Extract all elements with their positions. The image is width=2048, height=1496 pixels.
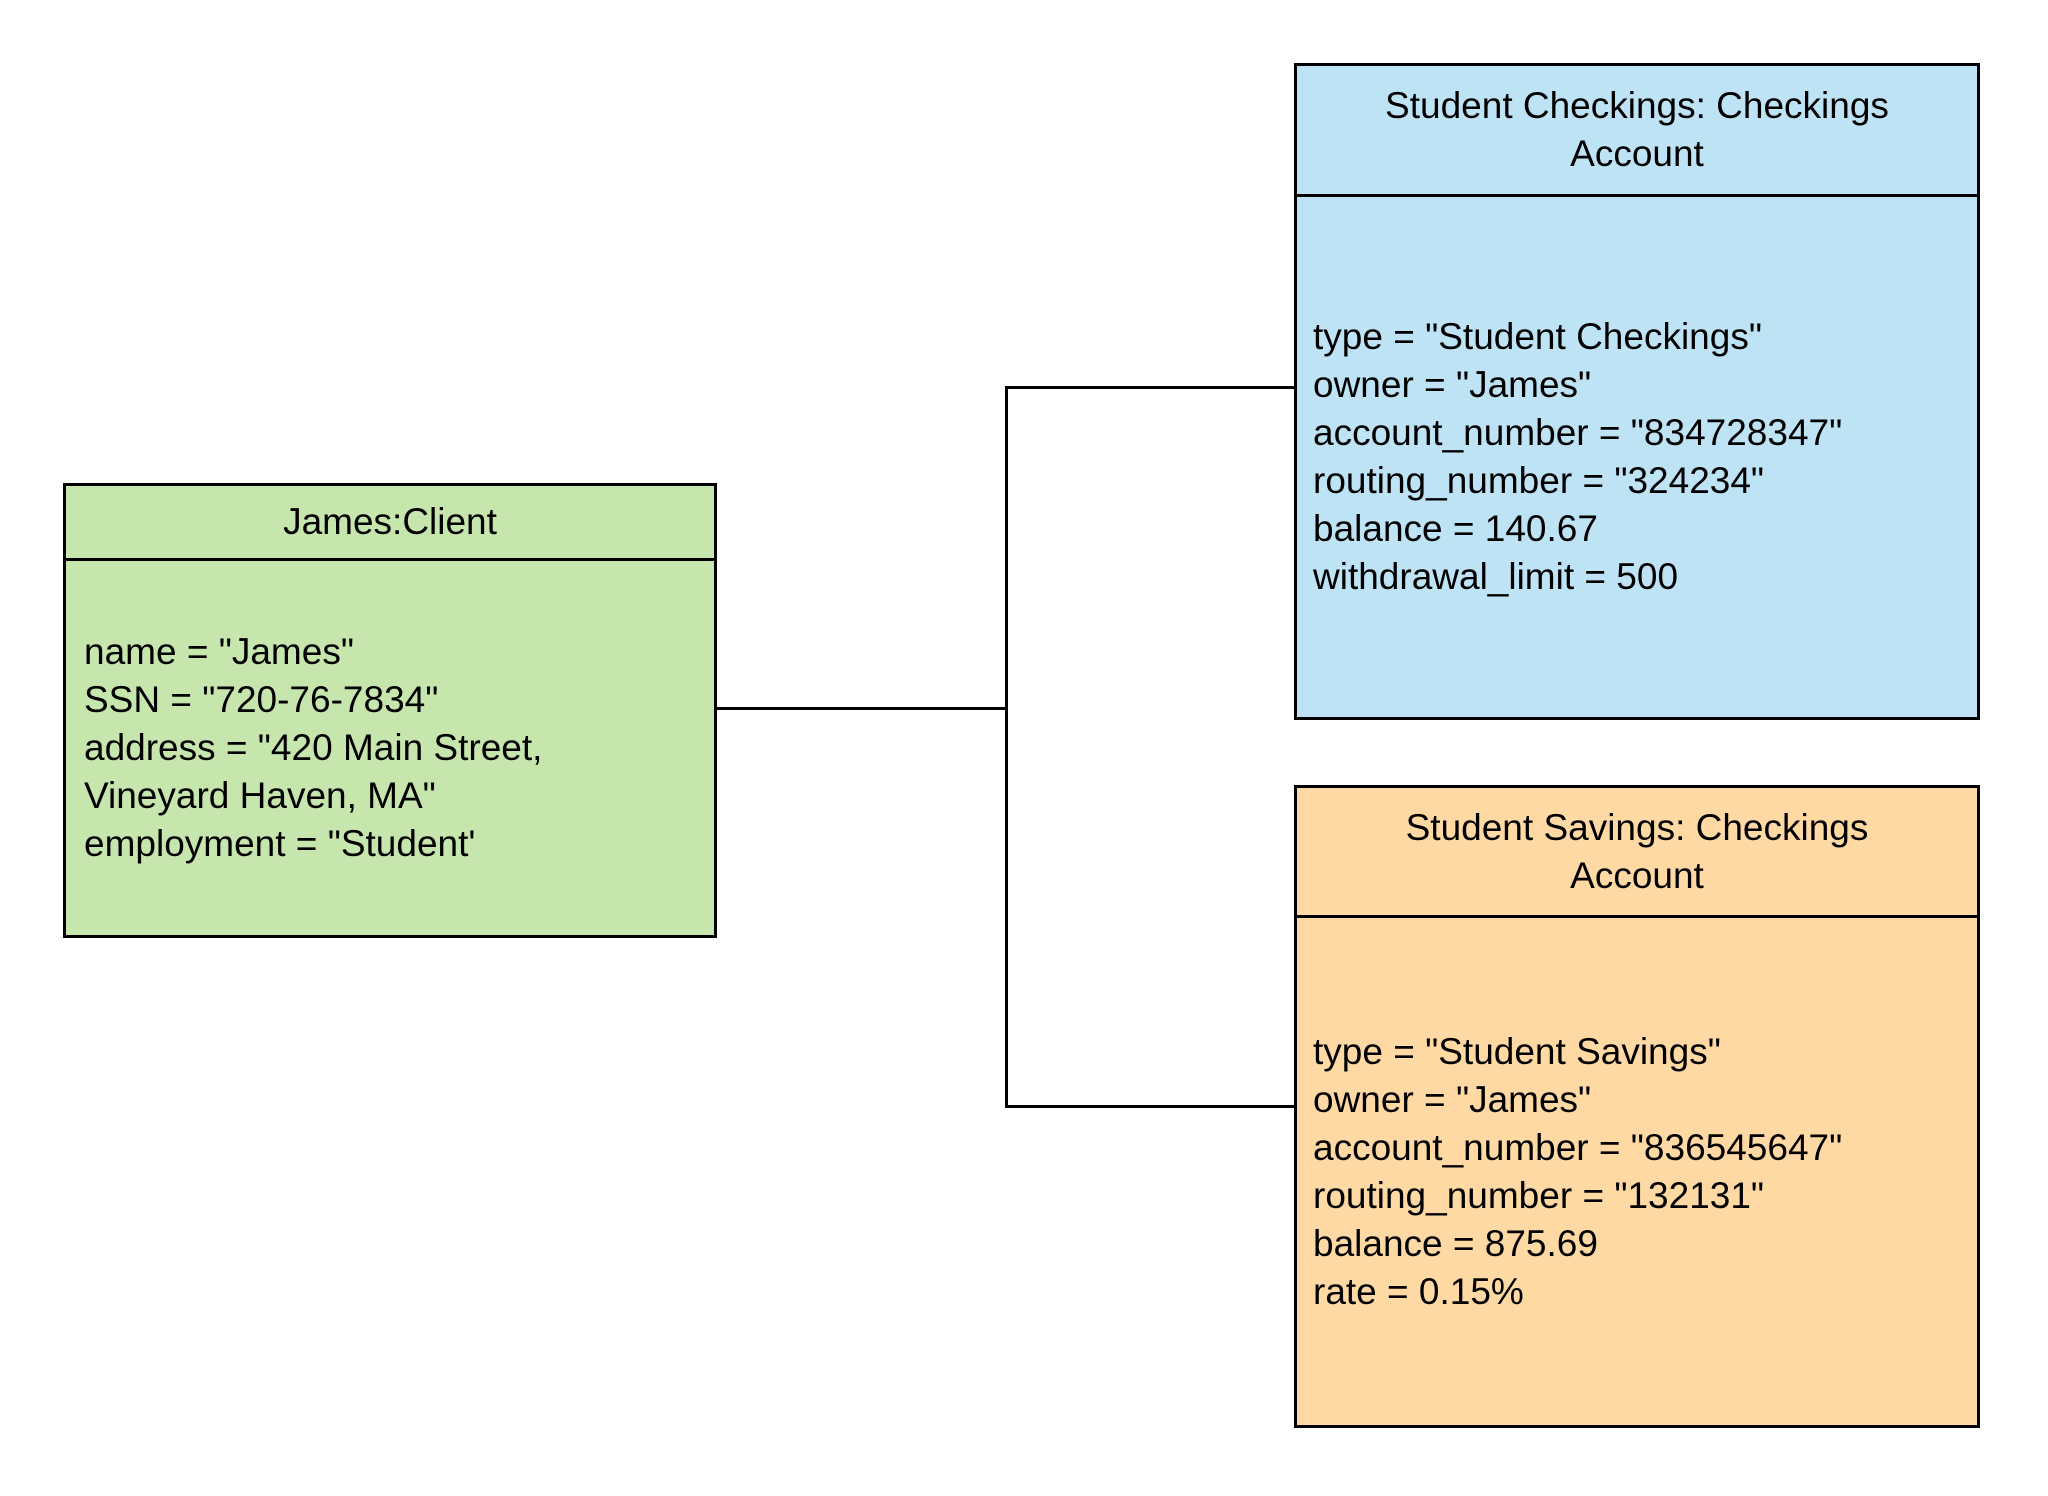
node-client-title: James:Client bbox=[283, 501, 497, 542]
attr-savings-owner: owner = "James" bbox=[1313, 1078, 1592, 1120]
node-client[interactable]: James:Client name = "James" SSN = "720-7… bbox=[63, 483, 717, 938]
node-student-savings-body: type = "Student Savings" owner = "James"… bbox=[1297, 918, 1977, 1425]
attr-client-name: name = "James" bbox=[84, 631, 354, 672]
edge-junction-vertical bbox=[1005, 386, 1008, 1108]
node-student-savings-title: Student Savings: Checkings Account bbox=[1405, 806, 1869, 896]
attr-client-employment: employment = "Student' bbox=[84, 823, 476, 864]
attr-checkings-withdrawal-limit: withdrawal_limit = 500 bbox=[1313, 556, 1679, 597]
node-client-body: name = "James" SSN = "720-76-7834" addre… bbox=[66, 561, 714, 935]
attr-client-ssn: SSN = "720-76-7834" bbox=[84, 679, 439, 720]
node-student-savings[interactable]: Student Savings: Checkings Account type … bbox=[1294, 785, 1980, 1428]
attr-checkings-routing-number: routing_number = "324234" bbox=[1313, 460, 1765, 501]
attr-checkings-owner: owner = "James" bbox=[1313, 364, 1592, 405]
attr-checkings-account-number: account_number = "834728347" bbox=[1313, 412, 1843, 453]
attr-checkings-type: type = "Student Checkings" bbox=[1313, 316, 1762, 357]
node-client-header: James:Client bbox=[66, 486, 714, 561]
node-student-checkings-header: Student Checkings: Checkings Account bbox=[1297, 66, 1977, 197]
node-student-checkings-title: Student Checkings: Checkings Account bbox=[1385, 85, 1889, 174]
attr-savings-account-number: account_number = "836545647" bbox=[1313, 1126, 1843, 1168]
node-student-checkings-body: type = "Student Checkings" owner = "Jame… bbox=[1297, 197, 1977, 717]
attr-savings-rate: rate = 0.15% bbox=[1313, 1270, 1524, 1312]
edge-junction-to-checkings bbox=[1005, 386, 1296, 389]
attr-savings-balance: balance = 875.69 bbox=[1313, 1222, 1598, 1264]
edge-client-to-junction bbox=[715, 707, 1008, 710]
attr-savings-type: type = "Student Savings" bbox=[1313, 1030, 1721, 1072]
node-student-checkings[interactable]: Student Checkings: Checkings Account typ… bbox=[1294, 63, 1980, 720]
attr-savings-routing-number: routing_number = "132131" bbox=[1313, 1174, 1765, 1216]
node-student-savings-header: Student Savings: Checkings Account bbox=[1297, 788, 1977, 918]
attr-client-address: address = "420 Main Street, Vineyard Hav… bbox=[84, 727, 543, 816]
edge-junction-to-savings bbox=[1005, 1105, 1296, 1108]
attr-checkings-balance: balance = 140.67 bbox=[1313, 508, 1598, 549]
